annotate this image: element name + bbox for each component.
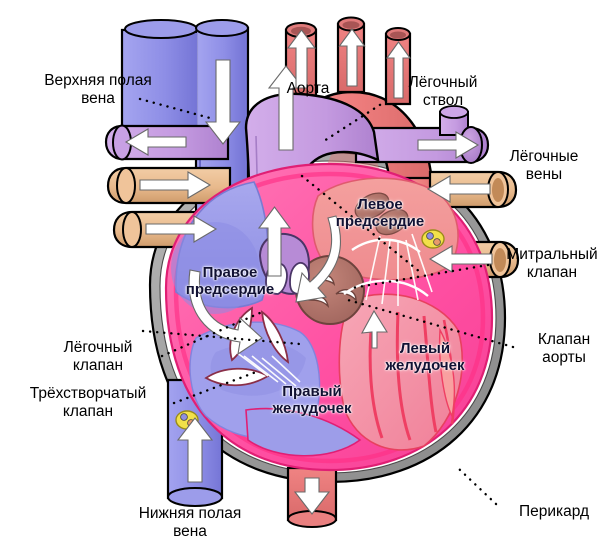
arrow-carotid-up bbox=[338, 28, 366, 87]
arrow-svc-down bbox=[204, 59, 242, 145]
label-left-atrium: Левое предсердие bbox=[335, 196, 425, 230]
arrow-left-atrium-curve bbox=[295, 215, 341, 303]
label-left-ventricle: Левый желудочек bbox=[385, 340, 465, 374]
mitral-valve-leaflet-anterior bbox=[354, 192, 390, 220]
label-right-ventricle: Правый желудочек bbox=[272, 383, 352, 417]
label-aorta: Аорта bbox=[286, 80, 330, 97]
arrow-descending-aorta-down bbox=[293, 477, 331, 515]
label-pulmonary-trunk: Лёгочный ствол bbox=[408, 74, 478, 109]
arrow-right-atrium-curve bbox=[188, 269, 263, 356]
superior-vena-cava-vessel bbox=[120, 19, 250, 302]
left-heart-cavities bbox=[295, 177, 464, 451]
label-superior-vena-cava: Верхняя полая вена bbox=[44, 72, 152, 107]
arrow-lv-outflow-up bbox=[361, 309, 388, 349]
arrow-right-pa-left bbox=[124, 128, 187, 156]
label-right-atrium: Правое предсердие bbox=[185, 264, 275, 298]
label-mitral-valve: Митральный клапан bbox=[506, 246, 598, 281]
leader-left-atrium-mitral bbox=[300, 174, 422, 274]
label-tricuspid-valve: Трёхстворчатый клапан bbox=[29, 385, 147, 420]
arrow-pulmonary-trunk-up bbox=[257, 206, 292, 277]
arrow-pv-left-lower bbox=[145, 215, 218, 243]
arrow-aorta-up bbox=[267, 65, 305, 151]
coronary-marker-left bbox=[421, 229, 445, 249]
label-pulmonary-veins: Лёгочные вены bbox=[509, 148, 579, 183]
leader-pericardium bbox=[457, 467, 498, 506]
right-heart-cavities bbox=[171, 181, 362, 457]
arrow-pv-right-upper bbox=[426, 175, 491, 203]
label-pulmonary-valve: Лёгочный клапан bbox=[63, 339, 133, 374]
label-pericardium: Перикард bbox=[518, 503, 590, 520]
label-inferior-vena-cava: Нижняя полая вена bbox=[138, 505, 242, 540]
leader-right-atrium-tric bbox=[141, 329, 302, 346]
leader-aortic-valve bbox=[346, 298, 515, 349]
arrow-subclavian-up bbox=[385, 41, 412, 99]
leader-superior-vena-cava bbox=[138, 97, 212, 120]
arrow-left-pa-right bbox=[417, 131, 480, 159]
tricuspid-leaflet-mid bbox=[260, 310, 290, 364]
arrow-ivc-up bbox=[176, 417, 214, 483]
label-aortic-valve: Клапан аорты bbox=[537, 331, 591, 366]
arrow-pv-left-upper bbox=[139, 171, 212, 199]
leader-lines bbox=[138, 97, 515, 506]
leader-tricuspid-valve bbox=[172, 370, 258, 405]
flow-arrows bbox=[124, 28, 493, 515]
mitral-valve-leaflet-posterior bbox=[375, 208, 409, 236]
arrow-pv-right-lower bbox=[428, 245, 493, 273]
arrow-brachiocephalic-up bbox=[286, 29, 317, 89]
